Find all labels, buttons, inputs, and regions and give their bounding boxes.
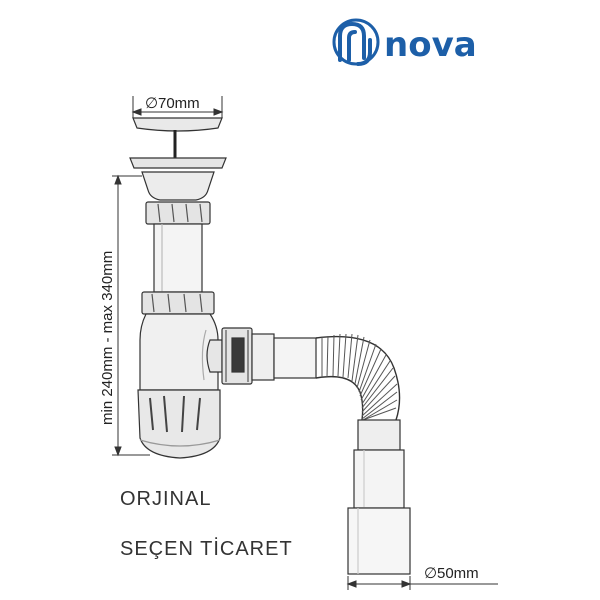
nova-logo-text: nova xyxy=(384,25,477,65)
hose-corrugation xyxy=(321,333,398,421)
watermark-line-1: ORJINAL xyxy=(120,488,212,510)
outlet-pipe xyxy=(273,337,317,379)
bottle-body xyxy=(139,313,219,391)
bottom-diameter-dimension xyxy=(346,576,498,590)
outlet-ring xyxy=(251,333,275,381)
top-diameter-label: 70mm xyxy=(158,95,200,112)
top-diameter-dimension xyxy=(131,96,224,118)
nova-logo: nova xyxy=(332,18,477,66)
vertical-tube xyxy=(153,223,203,293)
height-dimension xyxy=(112,174,150,457)
siphon-assembly xyxy=(129,117,227,459)
strainer-cap xyxy=(132,117,223,132)
drain-outlet-pipe xyxy=(347,419,411,575)
height-range-label: min 240mm - max 340mm xyxy=(99,251,116,425)
flexible-hose xyxy=(315,333,401,421)
diameter-symbol-top-icon: ∅ xyxy=(145,95,158,112)
nova-logo-mark-icon xyxy=(332,18,380,66)
outlet-connector xyxy=(206,327,317,385)
watermark-line-2: SEÇEN TİCARET xyxy=(120,538,293,560)
sink-flange xyxy=(129,157,227,169)
drain-housing xyxy=(141,171,215,201)
diameter-symbol-bottom-icon: ∅ xyxy=(424,565,437,582)
bottom-diameter-label: 50mm xyxy=(437,565,479,582)
